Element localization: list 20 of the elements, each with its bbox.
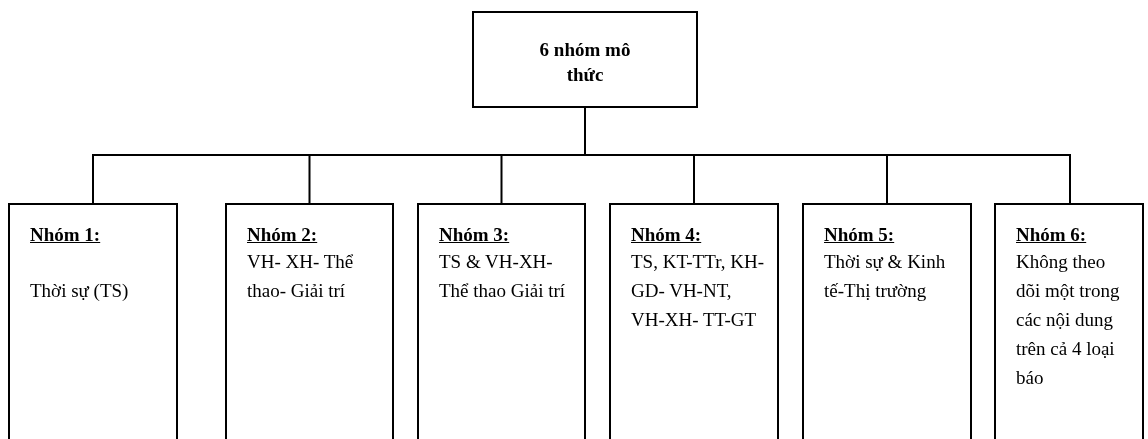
group-box — [802, 203, 972, 439]
group-heading: Nhóm 1: — [30, 223, 101, 247]
group-heading: Nhóm 4: — [631, 223, 702, 247]
group-description: Thời sự (TS) — [30, 279, 130, 303]
group-box — [8, 203, 178, 439]
group-heading: Nhóm 2: — [247, 223, 318, 247]
group-box — [417, 203, 586, 439]
group-description: VH- XH- Thể thao- Giải trí — [247, 250, 355, 303]
group-heading: Nhóm 3: — [439, 223, 510, 247]
group-box — [225, 203, 394, 439]
root-box — [472, 11, 698, 108]
group-description: TS & VH-XH- Thể thao Giải trí — [439, 250, 567, 303]
group-heading: Nhóm 5: — [824, 223, 895, 247]
group-heading: Nhóm 6: — [1016, 223, 1087, 247]
group-box — [609, 203, 779, 439]
title-text: 6 nhóm mô thức — [538, 38, 632, 87]
group-description: TS, KT-TTr, KH-GD- VH-NT, VH-XH- TT-GT — [631, 250, 765, 332]
group-description: Thời sự & Kinh tế-Thị trường — [824, 250, 947, 303]
group-box — [994, 203, 1144, 439]
group-description: Không theo dõi một trong các nội dung trên cả 4 loại báo — [1016, 250, 1121, 390]
